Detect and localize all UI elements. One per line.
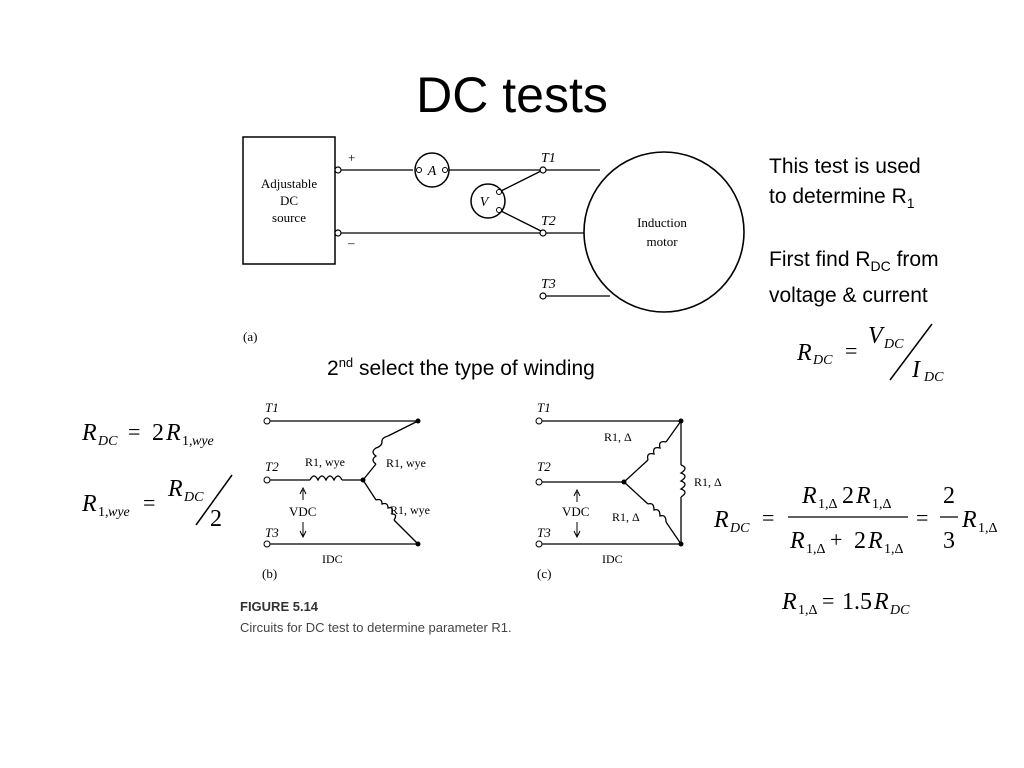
svg-text:R: R [781,589,797,615]
r1-wye-upper-label: R1, wye [386,456,426,470]
r1-wye-equation: R 1, wye = R DC 2 [81,474,233,532]
induction-motor-icon [583,151,745,313]
r1-delta-upper-label: R1, Δ [604,430,632,444]
part-a-label: (a) [243,329,257,344]
svg-text:=: = [762,505,774,530]
svg-text:T2: T2 [265,459,279,474]
svg-text:DC: DC [812,353,833,368]
svg-text:T1: T1 [265,400,279,415]
svg-text:1,Δ: 1,Δ [806,542,826,557]
svg-text:wye: wye [192,434,214,449]
motor-label-1: Induction [637,215,687,230]
svg-text:2: 2 [943,483,955,509]
motor-label-2: motor [646,234,678,249]
svg-text:DC: DC [183,490,204,505]
note-line-1: This test is used [769,155,921,178]
idc-label-c: IDC [602,552,623,566]
r1-delta-equation: R 1,Δ = 1.5 R DC [781,588,910,618]
note-line-4: voltage & current [769,284,928,308]
svg-text:DC: DC [729,521,750,536]
idc-label-b: IDC [322,552,343,566]
svg-text:1.5: 1.5 [842,589,872,615]
svg-text:DC: DC [889,603,910,618]
t1-label: T1 [541,151,556,166]
svg-text:=: = [143,490,155,515]
rdc-wye-equation: R DC = 2 R 1, wye [81,419,214,449]
note-line-3: First find RDC from [769,248,939,275]
svg-text:1,Δ: 1,Δ [872,497,892,512]
svg-text:2: 2 [152,420,164,446]
rdc-definition-equation: R DC = V DC I DC [796,323,944,385]
part-b-label: (b) [262,566,277,581]
svg-text:R: R [165,420,181,446]
plus-sign: + [348,150,355,165]
vdc-label-b: VDC [289,504,316,519]
rdc-note: First find RDC from voltage & current [769,245,939,311]
t3-label: T3 [541,277,556,292]
svg-text:R: R [855,483,871,509]
svg-text:I: I [911,357,921,383]
test-purpose-note: This test is used to determine R1 [769,152,921,218]
slide-title: DC tests [416,67,608,123]
svg-text:R: R [873,589,889,615]
svg-text:T2: T2 [537,459,551,474]
dc-source-box [242,136,336,265]
source-label-2: DC [280,193,298,208]
svg-text:R: R [713,507,729,533]
svg-text:T3: T3 [265,525,279,540]
svg-text:R: R [167,476,183,502]
svg-text:R: R [81,491,97,517]
svg-text:1,Δ: 1,Δ [798,603,818,618]
svg-text:R: R [789,528,805,554]
svg-text:1,Δ: 1,Δ [978,521,998,536]
svg-text:R: R [867,528,883,554]
rdc-delta-equation: R DC = R 1,Δ 2 R 1,Δ R 1,Δ + 2 R 1,Δ = 2… [713,483,998,557]
svg-text:=: = [916,505,928,530]
svg-text:+: + [830,527,842,552]
svg-text:DC: DC [923,370,944,385]
svg-text:T1: T1 [537,400,551,415]
svg-text:1,Δ: 1,Δ [818,497,838,512]
svg-text:R: R [81,420,97,446]
svg-text:1,: 1, [182,434,193,449]
note-line-2: to determine R1 [769,185,915,212]
r1-wye-series-label: R1, wye [305,455,345,469]
winding-select-note: 2nd select the type of winding [327,355,595,380]
svg-text:2: 2 [854,528,866,554]
voltmeter-label: V [480,195,490,210]
svg-text:1,Δ: 1,Δ [884,542,904,557]
t2-label: T2 [541,214,556,229]
svg-text:V: V [868,323,885,349]
source-label-3: source [272,210,306,225]
r1-wye-lower-label: R1, wye [390,503,430,517]
svg-text:2: 2 [842,483,854,509]
source-label-1: Adjustable [261,176,318,191]
r1-delta-lower-label: R1, Δ [612,510,640,524]
svg-text:=: = [845,338,857,363]
vdc-label-c: VDC [562,504,589,519]
ammeter-label: A [427,164,437,179]
svg-text:1,: 1, [98,505,109,520]
part-c-label: (c) [537,566,551,581]
figure-caption-title: FIGURE 5.14 [240,599,319,614]
svg-text:DC: DC [883,337,904,352]
minus-sign: – [347,235,355,250]
svg-text:DC: DC [97,434,118,449]
svg-text:2: 2 [210,506,222,532]
figure-caption-text: Circuits for DC test to determine parame… [240,620,512,635]
svg-text:R: R [796,340,812,366]
svg-text:=: = [822,588,834,613]
svg-text:=: = [128,419,140,444]
svg-text:R: R [801,483,817,509]
svg-text:R: R [961,507,977,533]
svg-text:3: 3 [943,528,955,554]
svg-text:T3: T3 [537,525,551,540]
svg-text:wye: wye [108,505,130,520]
r1-delta-right-label: R1, Δ [694,475,722,489]
